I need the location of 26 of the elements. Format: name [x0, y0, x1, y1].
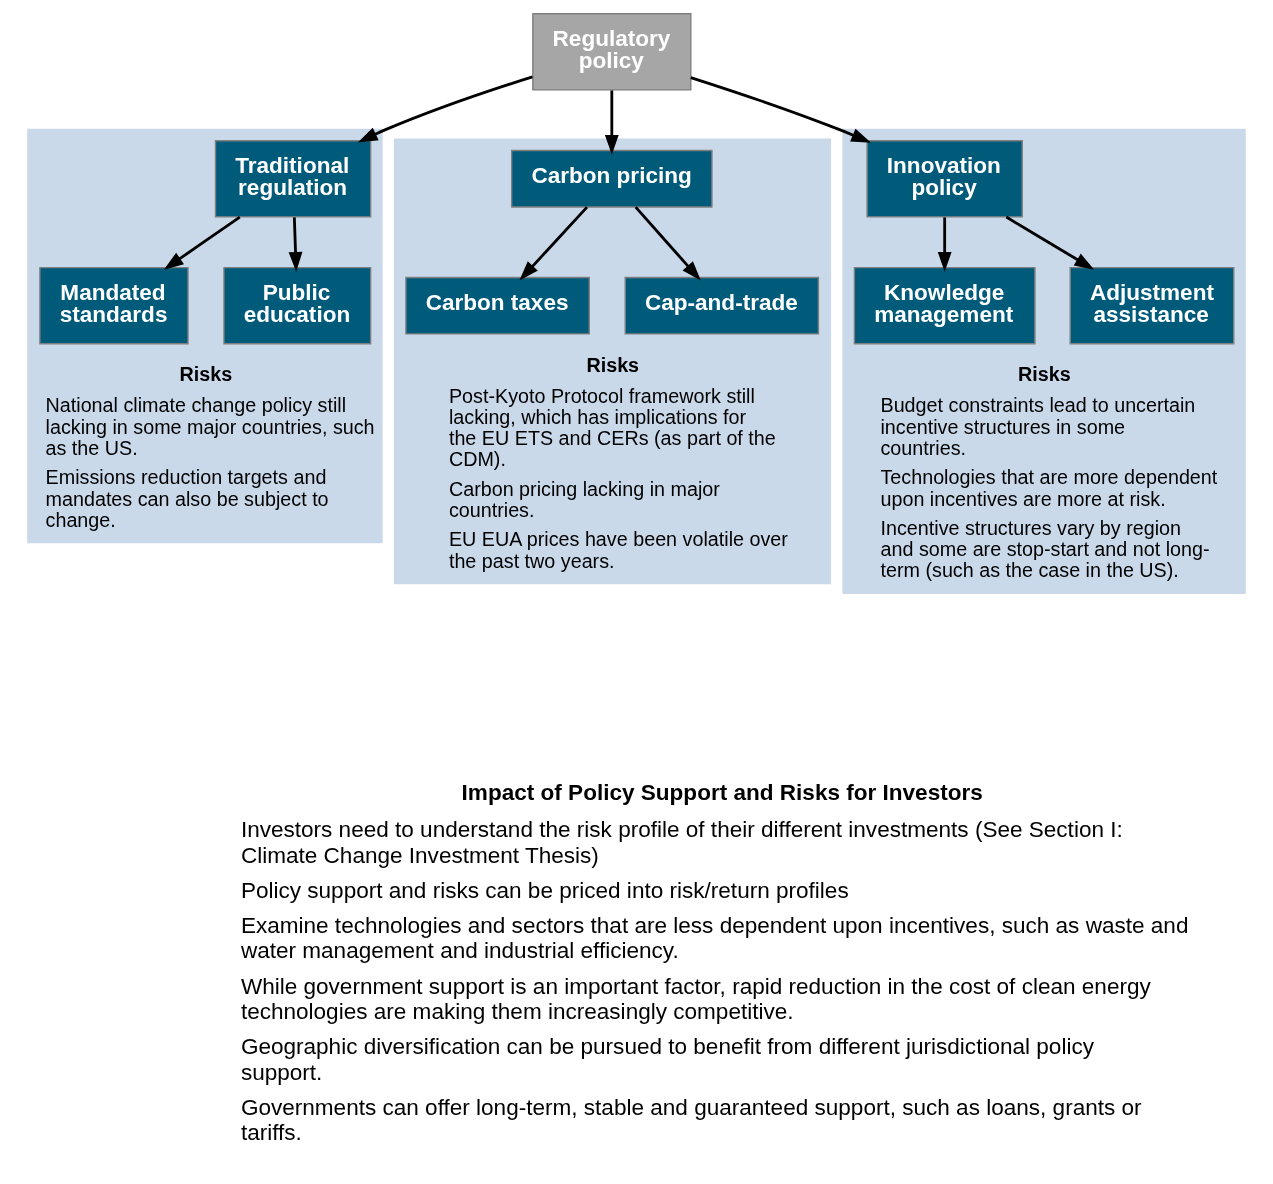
node-box: Innovation policy	[866, 139, 1023, 218]
arrow	[288, 217, 303, 272]
arrow	[357, 75, 533, 143]
label: Governments can offer long-term, stable and guaranteed support, such as loans, grants or tariffs.	[240, 1094, 1142, 1146]
arrow	[690, 76, 871, 143]
label: Impact of Policy Support and Risks for Investors	[461, 780, 983, 806]
label: Examine technologies and sectors that are less dependent upon incentives, such as waste and water management and industrial efficiency.	[240, 913, 1189, 964]
arrow	[634, 206, 701, 281]
arrow	[604, 90, 619, 155]
arrow	[937, 217, 952, 272]
node-box: Cap-and-trade	[624, 276, 820, 335]
node-box: Public education	[223, 266, 372, 345]
arrow	[519, 206, 589, 281]
arrow	[1005, 215, 1095, 270]
node-box: Adjustment assistance	[1069, 266, 1235, 345]
node-box: Knowledge management	[853, 266, 1036, 345]
arrow	[163, 215, 241, 270]
label: Policy support and risks can be priced into risk/return profiles	[240, 877, 849, 903]
node-box: Traditional regulation	[214, 139, 372, 218]
label: Geographic diversification can be pursued to benefit from different jurisdictional policy support.	[240, 1034, 1094, 1085]
node-box: Carbon taxes	[405, 276, 590, 335]
label: Investors need to understand the risk profile of their different investments (See Section I: Climate Change Investment Thesis)	[240, 817, 1123, 868]
label: While government support is an important factor, rapid reduction in the cost of clean energy technologies are making them increasingly competitive.	[240, 973, 1151, 1025]
node-box: Carbon pricing	[510, 149, 713, 208]
node-box: Regulatory policy	[532, 13, 692, 91]
node-box: Mandated standards	[39, 266, 189, 345]
